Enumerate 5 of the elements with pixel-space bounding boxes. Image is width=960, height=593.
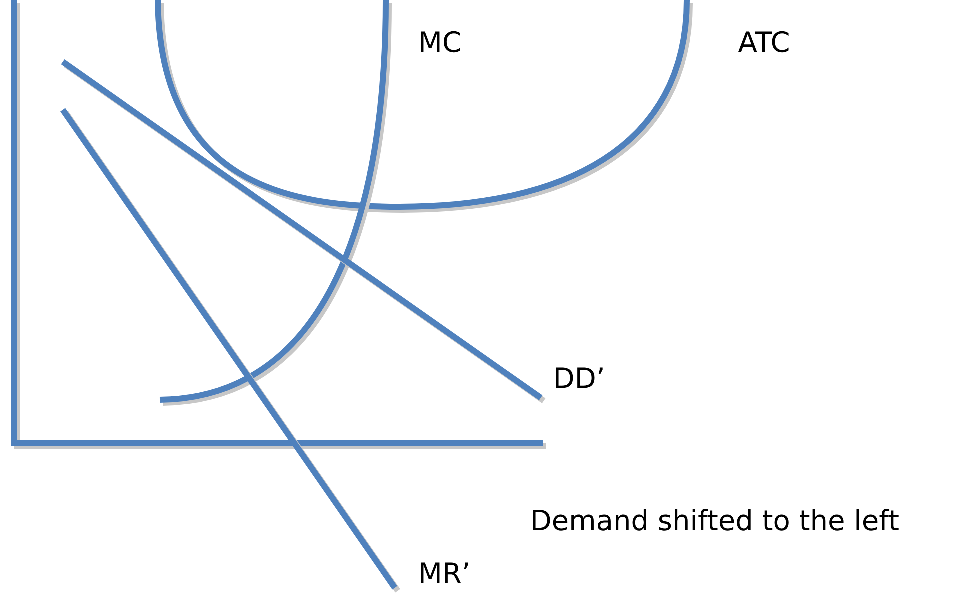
curve-label: MC: [421, 31, 460, 53]
curve-label: DD’: [556, 368, 603, 388]
note-text: Demand shifted to the left: [533, 509, 899, 531]
curve-label: MR’: [421, 562, 468, 584]
curve-label: ATC: [738, 31, 789, 53]
